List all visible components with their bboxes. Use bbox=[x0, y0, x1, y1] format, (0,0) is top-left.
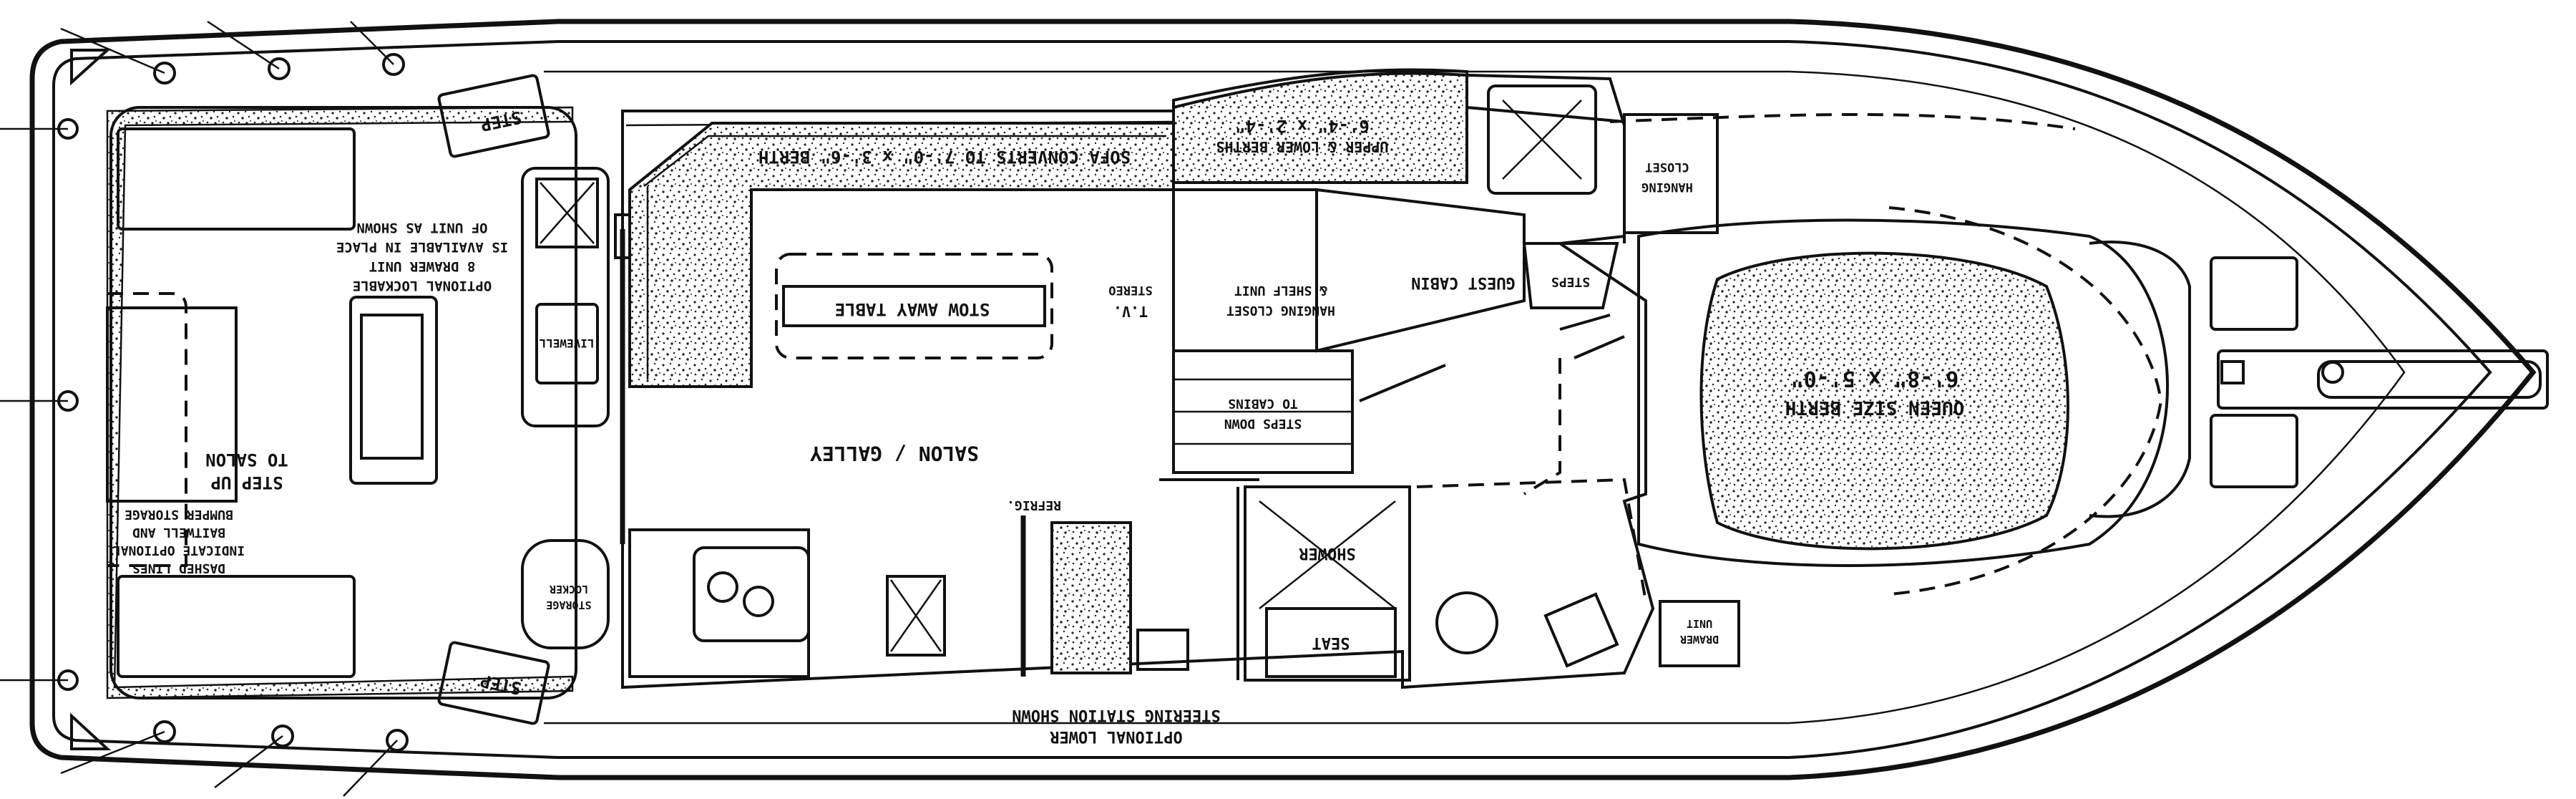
label-seat: SEAT bbox=[1312, 634, 1350, 652]
hanging-closet-fwd bbox=[1623, 113, 1719, 234]
label-shower: SHOWER bbox=[1299, 544, 1356, 562]
label-berth-dims: 6'-4" x 2'-4" bbox=[1235, 116, 1370, 136]
label-queen-dims: 6'-8" x 5'-0" bbox=[1791, 366, 1959, 391]
label-optional-drawer-2: 8 DRAWER UNIT bbox=[369, 258, 476, 274]
label-sofa: SOFA CONVERTS TO 7'-0" x 3'-6" BERTH bbox=[758, 147, 1131, 167]
label-dashed-4: BUMPER STORAGE bbox=[125, 507, 233, 522]
label-storage-1: STORAGE bbox=[546, 599, 591, 611]
label-drawer-2: UNIT bbox=[1687, 617, 1712, 630]
label-refrig: REFRIG. bbox=[1007, 498, 1061, 513]
label-steps-down-1: STEPS DOWN bbox=[1224, 416, 1302, 431]
label-optional-drawer-4: OF UNIT AS SHOWN bbox=[356, 220, 487, 236]
steps-down bbox=[1159, 349, 1446, 481]
hull bbox=[29, 19, 2537, 780]
label-tv: T.V. bbox=[1113, 303, 1148, 320]
label-dashed-3: BAITWELL AND bbox=[132, 525, 225, 540]
label-steps-down-2: TO CABINS bbox=[1228, 396, 1298, 411]
label-stereo: STEREO bbox=[1108, 283, 1152, 297]
label-optional-lower-1: OPTIONAL LOWER bbox=[1050, 727, 1183, 745]
hanging-closet-shelf bbox=[1172, 188, 1526, 353]
queen-berth bbox=[1637, 206, 2191, 596]
label-steps-small: STEPS bbox=[1551, 274, 1590, 289]
label-optional-lower-2: STEERING STATION SHOWN bbox=[1012, 706, 1220, 724]
label-livewell: LIVEWELL bbox=[539, 336, 594, 350]
label-dashed-1: DASHED LINES bbox=[132, 561, 225, 576]
labels: SOFA CONVERTS TO 7'-0" x 3'-6" BERTH UPP… bbox=[113, 107, 1965, 745]
label-storage-2: LOCKER bbox=[549, 583, 588, 596]
sofa bbox=[628, 122, 1175, 388]
cockpit-hatches bbox=[106, 74, 550, 725]
deck-fittings bbox=[0, 20, 2344, 797]
stow-away-table bbox=[775, 253, 1053, 359]
label-guest-cabin: GUEST CABIN bbox=[1411, 273, 1516, 291]
label-optional-drawer-3: IS AVAILABLE IN PLACE bbox=[336, 239, 508, 255]
cockpit-sink bbox=[521, 167, 610, 649]
label-step-bottom: STEP bbox=[479, 670, 523, 698]
label-hanging-closet-fwd-1: HANGING bbox=[1641, 180, 1693, 194]
label-saloon: SALON / GALLEY bbox=[810, 442, 979, 465]
label-queen-berth: QUEEN SIZE BERTH bbox=[1785, 397, 1964, 418]
label-hanging-closet-shelf-2: & SHELF UNIT bbox=[1234, 283, 1327, 298]
label-step-up-2: TO SALON bbox=[205, 450, 288, 470]
label-upper-lower-berths: UPPER & LOWER BERTHS bbox=[1216, 138, 1389, 155]
label-stow-table: STOW AWAY TABLE bbox=[835, 299, 990, 319]
guest-cabin bbox=[1522, 242, 1625, 495]
anchor-platform bbox=[2210, 256, 2549, 488]
galley bbox=[628, 515, 1189, 678]
label-optional-drawer-1: OPTIONAL LOCKABLE bbox=[353, 278, 492, 294]
label-hanging-closet-fwd-2: CLOSET bbox=[1645, 160, 1689, 174]
head bbox=[1236, 478, 1740, 682]
label-step-up-1: STEP UP bbox=[210, 473, 283, 493]
label-dashed-2: INDICATE OPTIONAL bbox=[113, 543, 245, 558]
label-drawer-1: DRAWER bbox=[1679, 633, 1719, 646]
label-hanging-closet-shelf-1: HANGING CLOSET bbox=[1226, 303, 1335, 318]
